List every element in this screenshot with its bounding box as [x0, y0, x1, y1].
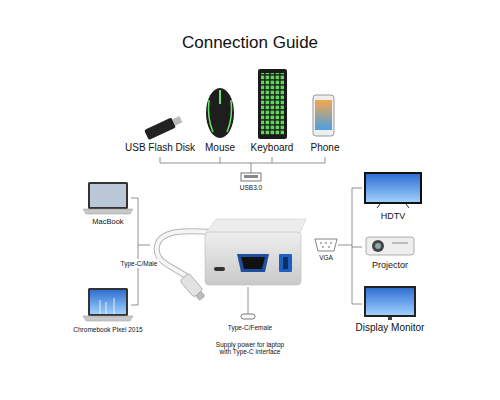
usb-flash-icon — [144, 114, 183, 140]
top-bracket — [160, 157, 325, 173]
projector-icon — [366, 237, 414, 255]
device-label: USB Flash Disk — [125, 142, 195, 154]
keyboard-icon — [258, 69, 287, 139]
device-label: Display Monitor — [356, 322, 425, 334]
usb-port-icon — [241, 173, 261, 181]
phone-icon — [313, 95, 334, 136]
monitor-icon — [364, 286, 416, 320]
hdtv-icon — [364, 172, 422, 208]
type-c-plug — [180, 273, 207, 302]
right-bracket — [338, 188, 362, 304]
chromebook-icon — [83, 288, 133, 321]
device-label: HDTV — [381, 211, 406, 221]
cable — [157, 231, 212, 276]
device-label: Type-C/Female — [228, 324, 272, 331]
device-label: Supply power for laptop with Type-C inte… — [210, 341, 290, 356]
type-c-female-lead — [241, 287, 255, 319]
vga-icon — [315, 239, 337, 251]
device-label: Mouse — [205, 142, 235, 154]
device-label: Phone — [311, 142, 340, 154]
device-label: Type-C/Male — [119, 259, 160, 268]
device-label: MacBook — [92, 218, 123, 227]
device-label: USB3.0 — [240, 184, 262, 191]
title: Connection Guide — [182, 33, 318, 53]
device-label: Keyboard — [251, 142, 294, 154]
mouse-icon — [206, 88, 234, 138]
left-bracket — [131, 198, 150, 305]
macbook-icon — [83, 182, 133, 214]
device-label: Projector — [372, 260, 408, 270]
hub-body — [205, 219, 306, 285]
device-label: VGA — [319, 254, 333, 261]
device-label: Chromebook Pixel 2015 — [73, 326, 142, 333]
